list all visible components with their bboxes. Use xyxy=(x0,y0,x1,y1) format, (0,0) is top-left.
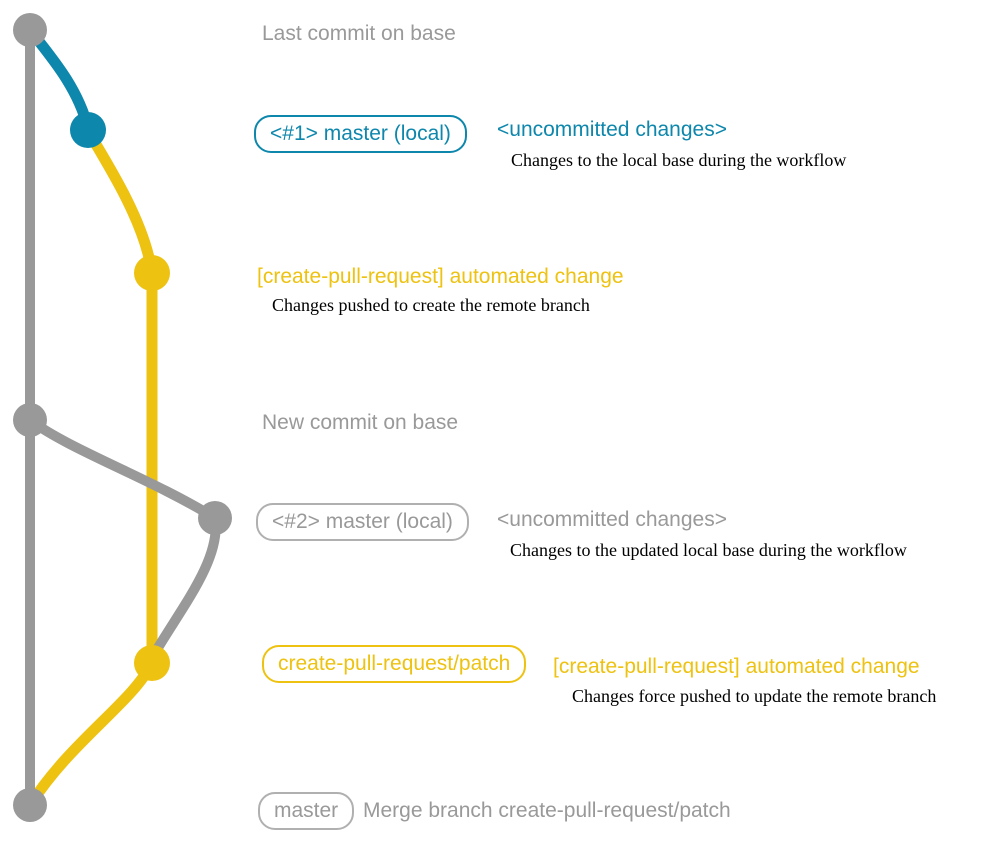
uncommitted-changes-curve-2 xyxy=(25,415,220,523)
merge-commit-label: Merge branch create-pull-request/patch xyxy=(363,799,731,822)
badge-master-local-1: <#1> master (local) xyxy=(254,115,467,153)
patch-branch-update-curve xyxy=(147,513,221,663)
automated-change-description-2: Changes force pushed to update the remot… xyxy=(572,686,937,706)
patch-branch-create-curve xyxy=(82,125,156,268)
merge-curve xyxy=(24,657,158,811)
uncommitted-changes-title-1: <uncommitted changes> xyxy=(497,118,727,141)
commit-dot-patch-2 xyxy=(134,645,170,681)
badge-master: master xyxy=(258,792,355,830)
commit-dot-patch-1 xyxy=(134,255,170,291)
last-commit-label: Last commit on base xyxy=(262,22,456,45)
commit-dot-merge xyxy=(13,788,47,822)
commit-dot-uncommitted-2 xyxy=(198,501,232,535)
uncommitted-changes-curve-1 xyxy=(24,24,94,134)
uncommitted-changes-description-2: Changes to the updated local base during… xyxy=(510,540,907,560)
automated-change-title-1: [create-pull-request] automated change xyxy=(257,265,624,288)
uncommitted-changes-description-1: Changes to the local base during the wor… xyxy=(511,150,847,170)
automated-change-description-1: Changes pushed to create the remote bran… xyxy=(272,295,590,315)
automated-change-title-2: [create-pull-request] automated change xyxy=(553,655,920,678)
commit-dot-last-base xyxy=(13,13,47,47)
badge-patch-branch: create-pull-request/patch xyxy=(262,645,527,683)
commit-dot-uncommitted-1 xyxy=(70,112,106,148)
commit-dot-new-base xyxy=(13,403,47,437)
new-commit-label: New commit on base xyxy=(262,411,459,434)
badge-master-local-2: <#2> master (local) xyxy=(256,503,469,541)
uncommitted-changes-title-2: <uncommitted changes> xyxy=(497,508,727,531)
